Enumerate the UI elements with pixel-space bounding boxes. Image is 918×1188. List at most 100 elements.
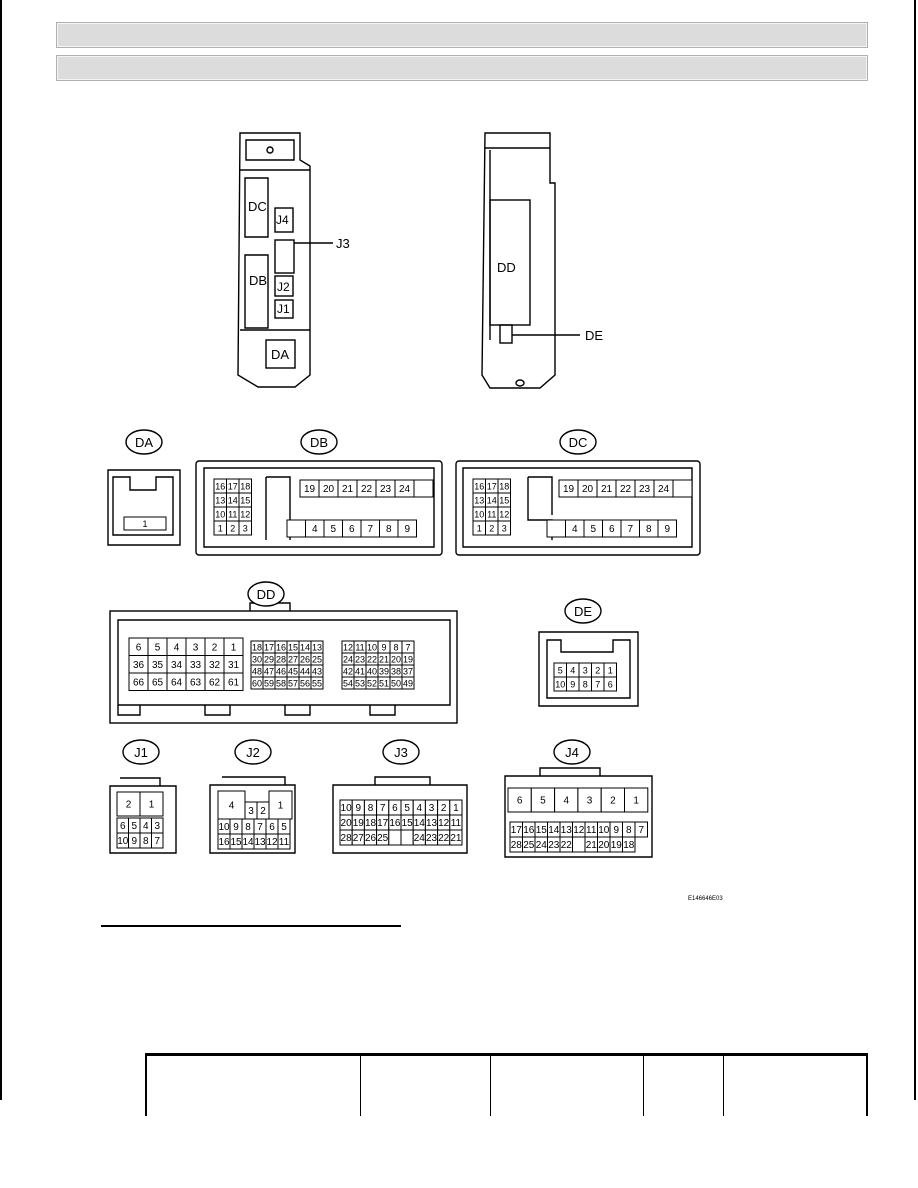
pin-cell: 18 [497, 478, 511, 494]
pin-number: 28 [341, 833, 353, 844]
pin-cell: 14 [412, 814, 426, 831]
pin-cell: 8 [622, 821, 636, 838]
pin-cell: 10 [597, 821, 611, 838]
pin-cell: 7 [151, 832, 164, 849]
pin-cell: 5 [583, 519, 603, 538]
pin-cell: 3 [578, 662, 592, 678]
pin-number: 24 [536, 840, 548, 851]
pin-number: 21 [342, 484, 354, 495]
table-col-divider [490, 1056, 491, 1116]
pin-cell: 51 [377, 676, 391, 690]
pin-number: 5 [281, 822, 287, 833]
pin-cell: 8 [389, 640, 403, 654]
pin-number: 6 [392, 803, 398, 814]
pin-number: 20 [341, 818, 353, 829]
pin-number: 17 [228, 482, 238, 492]
pin-number: 20 [582, 484, 594, 495]
pin-cell: 48 [250, 664, 264, 678]
pin-number: 18 [623, 840, 635, 851]
pin-cell: 4 [554, 787, 579, 813]
pin-number: 22 [620, 484, 632, 495]
pin-number: 13 [561, 825, 573, 836]
pin-cell: 6 [602, 519, 622, 538]
pin-cell: 1 [223, 637, 244, 656]
pin-cell: 20 [318, 479, 339, 498]
pin-number: 12 [499, 510, 509, 520]
pin-number: 3 [248, 806, 254, 817]
pin-cell: 25 [376, 829, 390, 846]
pin-number: 28 [511, 840, 523, 851]
pin-number: 62 [209, 677, 221, 688]
pin-cell: 11 [226, 506, 240, 522]
pin-cell: 8 [241, 818, 255, 835]
pin-number: 7 [154, 836, 160, 847]
pin-cell: 15 [229, 833, 243, 850]
pin-cell: 25 [522, 836, 536, 853]
pin-cell: 21 [337, 479, 358, 498]
pin-number: 10 [341, 803, 353, 814]
pin-number: 13 [254, 837, 266, 848]
pin-number: 7 [638, 825, 644, 836]
pin-cell: 2 [591, 662, 605, 678]
pin-number: 16 [389, 818, 401, 829]
table-header-frame [145, 1053, 868, 1116]
pin-number: 7 [627, 524, 633, 535]
pin-cell: 10 [213, 506, 227, 522]
pin-cell: 10 [472, 506, 486, 522]
pin-cell: 2 [485, 520, 499, 536]
pin-cell: 24 [412, 829, 426, 846]
pin-cell: 5 [553, 662, 567, 678]
pin-number: 24 [343, 655, 353, 665]
pin-cell: 64 [166, 672, 187, 691]
bubble-j1: J1 [122, 739, 160, 765]
pin-number: 7 [257, 822, 263, 833]
pin-number: 9 [664, 524, 670, 535]
pin-number: 23 [426, 833, 438, 844]
table-col-divider [643, 1056, 644, 1116]
pin-cell: 4 [217, 790, 246, 820]
pin-number: 10 [474, 510, 484, 520]
table-col-divider [360, 1056, 361, 1116]
view-label-j4: J4 [276, 213, 289, 227]
pin-cell: 5 [400, 799, 414, 816]
pin-number: 4 [143, 821, 149, 832]
pin-cell: 7 [360, 519, 380, 538]
pin-cell: 19 [351, 814, 365, 831]
pin-cell: 47 [262, 664, 276, 678]
connector-outlines [107, 460, 701, 858]
pin-cell: 8 [139, 832, 152, 849]
pin-cell: 3 [497, 520, 511, 536]
pin-number: 6 [608, 680, 613, 690]
pin-cell: 37 [401, 664, 415, 678]
pin-number: 13 [474, 496, 484, 506]
pin-number: 24 [414, 833, 426, 844]
pin-number: 5 [540, 796, 546, 807]
bubble-dd-label: DD [257, 587, 276, 602]
pin-number: 3 [243, 524, 248, 534]
pin-number: 7 [367, 524, 373, 535]
pin-cell: 20 [339, 814, 353, 831]
pin-cell: 53 [353, 676, 367, 690]
bubble-j1-label: J1 [134, 745, 148, 760]
pin-cell: 25 [310, 652, 324, 666]
pin-number: 35 [152, 660, 164, 671]
pin-cell: 15 [534, 821, 548, 838]
pin-number: 8 [143, 836, 149, 847]
pin-number: 4 [229, 801, 235, 812]
pin-cell: 2 [204, 637, 225, 656]
pin-cell: 16 [213, 478, 227, 494]
pin-number: 13 [312, 643, 322, 653]
pin-number: 24 [399, 484, 411, 495]
pin-number: 22 [438, 833, 450, 844]
pin-cell: 7 [253, 818, 267, 835]
pin-cell: 21 [596, 479, 617, 498]
pin-number: 15 [536, 825, 548, 836]
pin-number: 19 [403, 655, 413, 665]
pin-cell: 36 [128, 655, 149, 674]
pin-cell: 12 [437, 814, 451, 831]
pin-number: 17 [264, 643, 274, 653]
pin-cell: 12 [238, 506, 252, 522]
header-bar [56, 22, 868, 48]
pin-cell: 13 [310, 640, 324, 654]
pin-cell: 18 [250, 640, 264, 654]
